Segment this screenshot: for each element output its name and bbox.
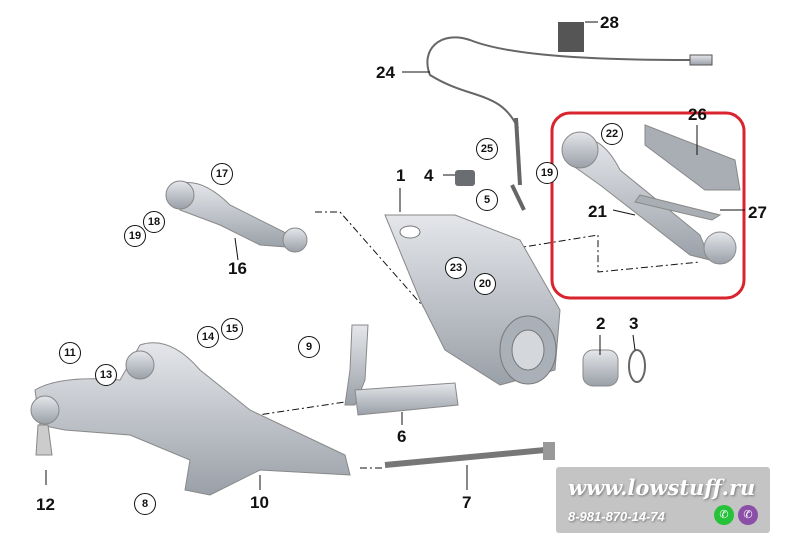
sensor-cable xyxy=(426,36,691,129)
callout-20: 20 xyxy=(474,273,496,295)
callout-11: 11 xyxy=(59,342,81,364)
callout-19-right: 19 xyxy=(536,162,558,184)
label-24: 24 xyxy=(376,63,395,82)
subframe xyxy=(34,342,351,496)
watermark-phone: 8-981-870-14-74 xyxy=(568,509,665,524)
callout-19: 19 xyxy=(124,225,146,247)
callout-15: 15 xyxy=(221,318,243,340)
connector-part xyxy=(558,22,584,52)
label-27: 27 xyxy=(748,203,767,222)
label-26: 26 xyxy=(688,105,707,124)
watermark: www.lowstuff.ru 8-981-870-14-74 ✆ ✆ xyxy=(556,467,770,533)
label-4: 4 xyxy=(424,166,434,185)
callout-9: 9 xyxy=(298,336,320,358)
label-6: 6 xyxy=(397,427,407,446)
label-28: 28 xyxy=(600,13,619,32)
whatsapp-icon: ✆ xyxy=(714,505,734,525)
callout-22: 22 xyxy=(601,123,623,145)
viber-icon: ✆ xyxy=(738,505,758,525)
label-10: 10 xyxy=(250,493,269,512)
label-21: 21 xyxy=(588,202,607,221)
callout-23: 23 xyxy=(445,257,467,279)
callout-17: 17 xyxy=(211,163,233,185)
label-7: 7 xyxy=(462,493,472,512)
label-1: 1 xyxy=(396,166,406,185)
label-3: 3 xyxy=(629,314,639,333)
label-2: 2 xyxy=(596,314,606,333)
callout-5: 5 xyxy=(476,189,498,211)
watermark-site: www.lowstuff.ru xyxy=(568,475,756,500)
callout-25: 25 xyxy=(476,138,498,160)
label-12: 12 xyxy=(36,495,55,514)
callout-8: 8 xyxy=(134,493,156,515)
callout-18: 18 xyxy=(143,211,165,233)
label-16: 16 xyxy=(228,259,247,278)
highlight-box xyxy=(550,111,746,300)
callout-13: 13 xyxy=(95,364,117,386)
callout-14: 14 xyxy=(197,326,219,348)
